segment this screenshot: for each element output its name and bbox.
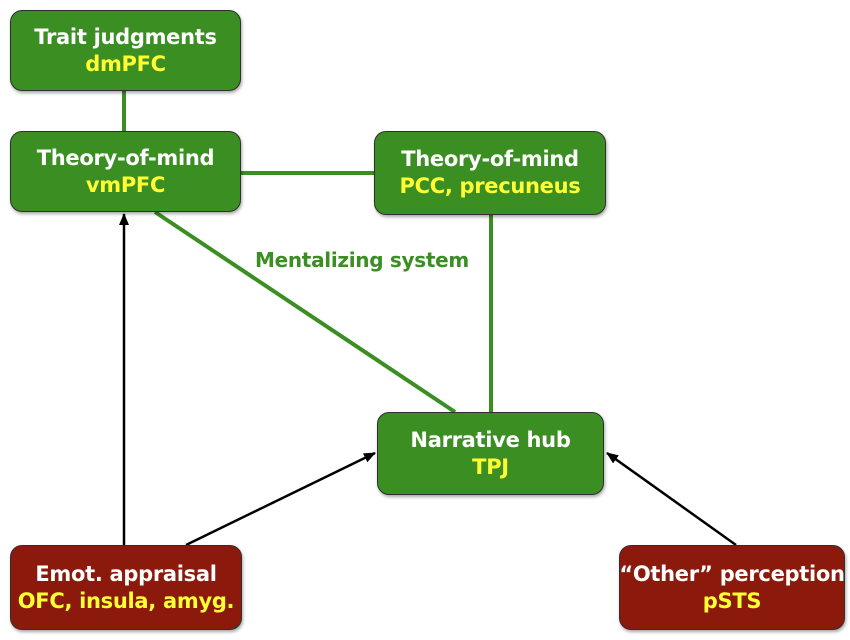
node-emotional-appraisal: Emot. appraisal OFC, insula, amyg. [10,545,242,630]
node-region: dmPFC [85,51,166,76]
arrow-emot-to-tpj [185,451,376,547]
node-title: Emot. appraisal [35,561,217,586]
node-title: Trait judgments [34,24,217,49]
node-other-perception: “Other” perception pSTS [619,545,845,630]
node-theory-of-mind-vmpfc: Theory-of-mind vmPFC [10,131,241,212]
arrow-other-to-tpj [606,451,737,547]
node-region: vmPFC [85,172,166,197]
node-title: Theory-of-mind [401,147,579,171]
node-narrative-hub: Narrative hub TPJ [377,412,604,495]
node-region: pSTS [702,588,762,613]
node-title: Narrative hub [410,427,571,452]
mentalizing-system-label: Mentalizing system [255,248,469,272]
node-title: Theory-of-mind [36,145,215,170]
node-theory-of-mind-pcc: Theory-of-mind PCC, precuneus [374,131,606,215]
node-trait-judgments: Trait judgments dmPFC [10,10,241,91]
node-region: OFC, insula, amyg. [17,588,235,613]
node-region: TPJ [472,454,509,479]
node-region: PCC, precuneus [399,174,581,198]
link-vmpfc-tpj [153,210,457,414]
node-title: “Other” perception [619,561,845,586]
